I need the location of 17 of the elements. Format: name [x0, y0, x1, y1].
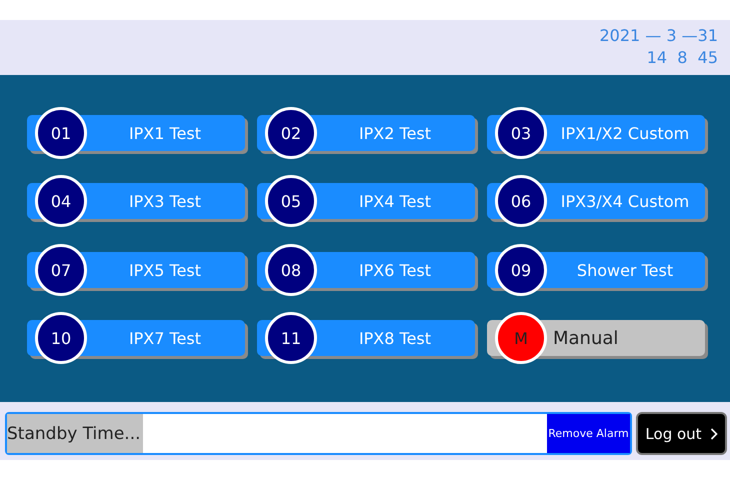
- button-label: Shower Test: [576, 260, 674, 282]
- logout-button: Log out: [636, 412, 727, 455]
- button-label: IPX5 Test: [128, 260, 202, 282]
- button-label: IPX4 Test: [358, 190, 432, 212]
- remove-alarm-button: Remove Alarm: [547, 414, 630, 453]
- button-label: Manual: [552, 326, 620, 350]
- button-label: IPX3 Test: [128, 190, 202, 212]
- date-text: 2021 — 3 —31: [599, 26, 718, 45]
- button-label: IPX1 Test: [128, 122, 202, 144]
- button-label: IPX2 Test: [358, 122, 432, 144]
- button-label: IPX1/X2 Custom: [560, 122, 690, 144]
- status-label: Standby Time...: [7, 414, 143, 453]
- button-label: IPX6 Test: [358, 260, 432, 282]
- time-text: 14 8 45: [646, 48, 718, 67]
- button-label: IPX8 Test: [358, 328, 432, 350]
- button-label: IPX3/X4 Custom: [560, 190, 690, 212]
- button-label: IPX7 Test: [128, 328, 202, 350]
